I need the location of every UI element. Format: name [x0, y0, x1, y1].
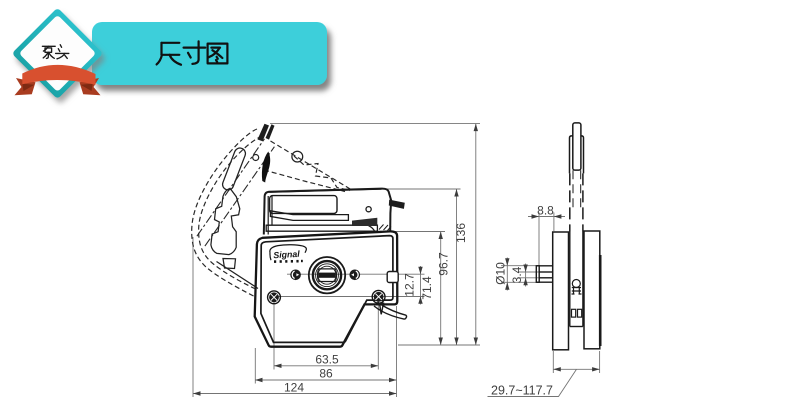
svg-text:136: 136 — [454, 223, 468, 243]
svg-text:Signal: Signal — [273, 249, 300, 260]
svg-text:8.8: 8.8 — [537, 204, 554, 218]
svg-text:3.4: 3.4 — [510, 266, 524, 283]
svg-text:124: 124 — [284, 380, 304, 394]
svg-text:96.7: 96.7 — [437, 252, 451, 276]
svg-text:71.4: 71.4 — [420, 276, 434, 300]
svg-text:29.7~117.7: 29.7~117.7 — [491, 384, 553, 398]
svg-text:86: 86 — [319, 367, 333, 381]
svg-text:63.5: 63.5 — [315, 352, 339, 366]
svg-text:Ø10: Ø10 — [494, 262, 508, 285]
svg-text:12.7: 12.7 — [403, 273, 417, 297]
